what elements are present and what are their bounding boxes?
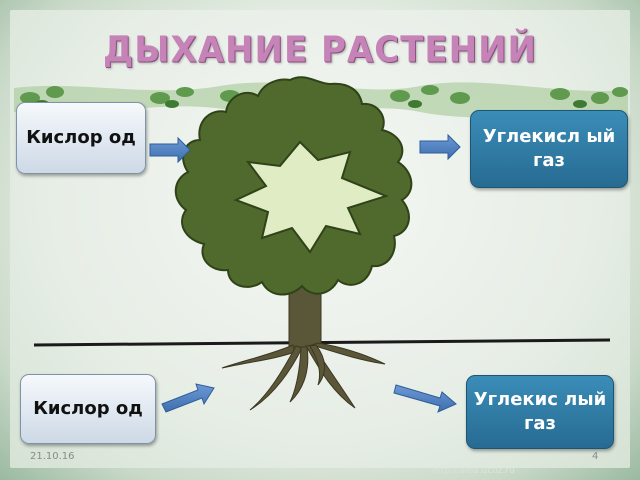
footer-url: http://aida.ucoz.ru bbox=[432, 466, 515, 476]
ground-line bbox=[33, 338, 611, 347]
page-title: ДЫХАНИЕ РАСТЕНИЙ bbox=[103, 29, 537, 71]
crown-inner-star bbox=[233, 140, 389, 254]
arrow-top-right bbox=[419, 133, 461, 161]
arrow-bottom-right bbox=[393, 384, 457, 413]
oxygen-box-top: Кислор од bbox=[16, 102, 146, 174]
footer-page-number: 4 bbox=[592, 451, 599, 462]
carbon-dioxide-label-top: Углекисл ый газ bbox=[482, 126, 616, 171]
carbon-dioxide-box-top: Углекисл ый газ bbox=[470, 110, 628, 188]
arrow-bottom-left bbox=[161, 383, 215, 413]
tree-roots bbox=[221, 342, 386, 411]
arrow-top-left bbox=[149, 136, 191, 164]
carbon-dioxide-box-bottom: Углекис лый газ bbox=[466, 375, 614, 449]
carbon-dioxide-label-bottom: Углекис лый газ bbox=[473, 389, 607, 434]
footer-date: 21.10.16 bbox=[30, 451, 75, 462]
oxygen-label-top: Кислор од bbox=[26, 127, 136, 148]
oxygen-label-bottom: Кислор од bbox=[33, 398, 143, 419]
oxygen-box-bottom: Кислор од bbox=[20, 374, 156, 444]
